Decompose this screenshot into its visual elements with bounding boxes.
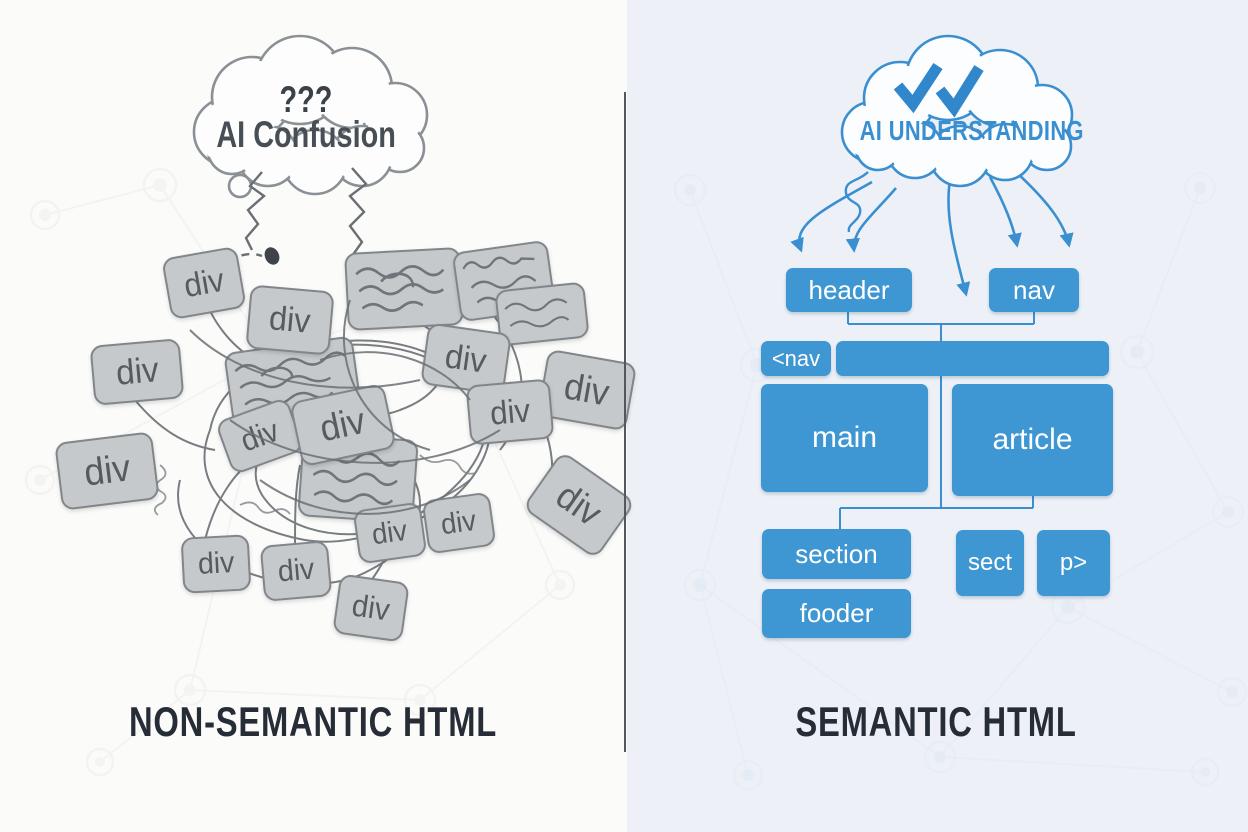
tree-node-bar [836, 341, 1109, 376]
right-title: SEMANTIC HTML [756, 698, 1117, 746]
nav-label: nav [1013, 274, 1055, 305]
article-label: article [992, 423, 1073, 456]
left-title: NON-SEMANTIC HTML [77, 698, 549, 746]
tree-node-section: section [762, 529, 911, 579]
tree-node-article: article [952, 384, 1113, 496]
tree-node-main: main [761, 384, 928, 492]
p-label: p> [1059, 549, 1088, 576]
nav-open-label: <nav [771, 345, 821, 371]
tree-node-fooder: fooder [762, 589, 911, 638]
section-label: section [795, 538, 878, 569]
tree-node-nav-open: <nav [761, 341, 831, 376]
scribble-box [494, 281, 590, 347]
tree-node-nav: nav [989, 268, 1079, 312]
fooder-label: fooder [799, 598, 874, 628]
header-label: header [808, 274, 890, 305]
center-divider-line [624, 92, 626, 752]
cloud-tail [844, 171, 869, 233]
tree-connectors [839, 312, 1035, 529]
double-check-icon [893, 62, 984, 118]
sect-label: sect [967, 549, 1012, 576]
confusion-cloud-label: AI Confusion [188, 114, 424, 156]
ai-understanding-text: AI UNDERSTANDING [859, 115, 1084, 146]
left-title-text: NON-SEMANTIC HTML [128, 698, 498, 745]
tree-node-sect: sect [956, 530, 1024, 596]
question-marks-text: ??? [279, 79, 333, 120]
confusion-cloud-question-marks: ??? [200, 79, 412, 121]
right-title-text: SEMANTIC HTML [795, 698, 1077, 745]
ai-confusion-text: AI Confusion [216, 114, 396, 155]
cloud-arrows [790, 171, 1074, 297]
tree-node-header: header [786, 268, 912, 312]
main-label: main [811, 421, 878, 454]
scribble-lines [504, 298, 570, 328]
confusion-cloud [192, 34, 429, 271]
tree-node-p: p> [1037, 530, 1110, 596]
understanding-cloud-label: AI UNDERSTANDING [828, 115, 1084, 147]
